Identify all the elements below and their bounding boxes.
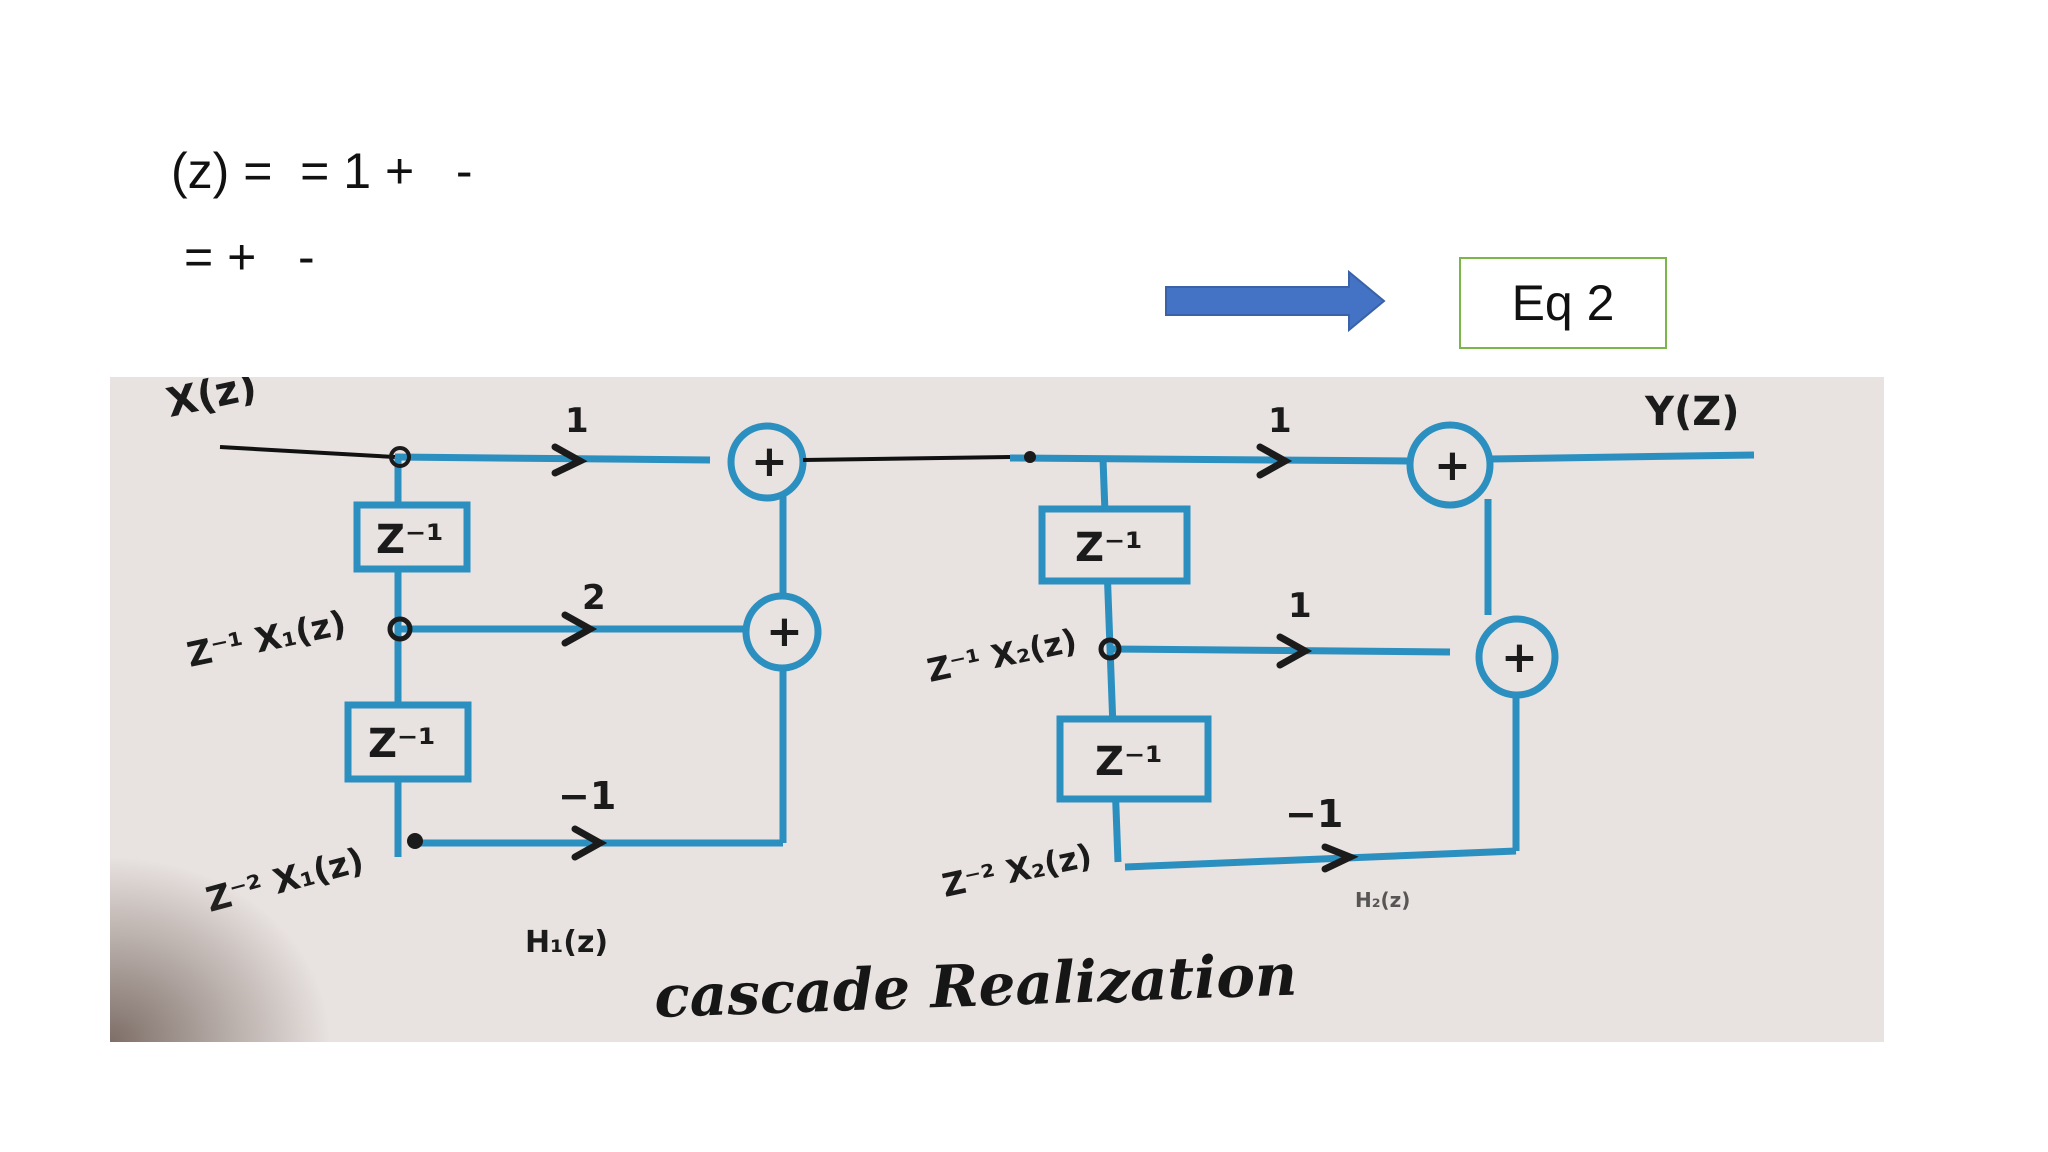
- stage2-bottom-branch: [1124, 847, 1517, 871]
- equation-label: Eq 2: [1511, 275, 1615, 331]
- stage1-delay-label-2: Z⁻¹: [368, 721, 436, 767]
- diagram-caption: cascade Realization: [653, 941, 1298, 1031]
- stage2-adder-bottom-symbol: +: [1501, 632, 1538, 683]
- stage1-coefficient-3: −1: [558, 774, 616, 818]
- right-arrow-icon: [1165, 270, 1386, 332]
- stage1-delay-label-1: Z⁻¹: [376, 517, 444, 563]
- stage2-top-branch: [1009, 454, 1409, 465]
- stage1-adder-bottom: [742, 592, 822, 672]
- stage1-arrow-3: [571, 825, 608, 861]
- inter-stage-line: [802, 455, 1011, 462]
- stage2-adder-top: [1406, 421, 1494, 509]
- cascade-realization-photo: Z⁻¹ Z⁻¹ + + 1 2 −1 X(z) Z⁻¹ X₁(z) Z⁻² X₁…: [110, 377, 1884, 1042]
- stage2-node-mid: [1098, 637, 1122, 661]
- stage2-delay-box-1: [1038, 505, 1191, 585]
- stage1-transfer-label: H₁(z): [525, 925, 608, 960]
- stage2-arrow-2: [1276, 633, 1313, 669]
- stage1-arrow-1: [551, 443, 588, 477]
- stage1-top-branch: [394, 453, 711, 464]
- stage1-delay-box-2: [344, 701, 472, 783]
- stage2-arrow-3: [1321, 843, 1359, 873]
- stage1-tap-label-1: Z⁻¹ X₁(z): [184, 603, 350, 676]
- hand-shadow: [110, 857, 330, 1042]
- stage1-node-mid: [387, 616, 413, 642]
- stage1-adder-top-symbol: +: [751, 436, 788, 487]
- stage2-arrow-1: [1256, 443, 1293, 479]
- input-label: X(z): [163, 377, 261, 427]
- stage1-coefficient-2: 2: [582, 578, 606, 618]
- stage1-coefficient-1: 1: [565, 401, 589, 441]
- stage2-delay-box-2: [1056, 715, 1212, 803]
- stage1-adder-top: [727, 422, 807, 502]
- stage1-arrow-2: [561, 611, 598, 647]
- stage2-tap-label-1: Z⁻¹ X₂(z): [924, 621, 1080, 690]
- stage2-coefficient-1: 1: [1268, 401, 1292, 441]
- stage1-node-bottom: [407, 833, 423, 849]
- stage1-node-top: [389, 446, 411, 468]
- stage2-adder-top-symbol: +: [1434, 440, 1471, 491]
- stage1-delay-box-1: [353, 501, 471, 573]
- output-line: [1489, 451, 1755, 463]
- stage2-transfer-label: H₂(z): [1355, 888, 1410, 912]
- stage2-node-top: [1024, 451, 1036, 463]
- equation-line-1: (z) = = 1 + -: [171, 143, 473, 199]
- stage1-adder-bottom-symbol: +: [766, 606, 803, 657]
- equation-line-2: = + -: [184, 229, 315, 285]
- stage2-middle-branch: [1109, 645, 1451, 656]
- stage2-coefficient-3: −1: [1285, 792, 1343, 836]
- signal-flow-diagram: Z⁻¹ Z⁻¹ + + 1 2 −1 X(z) Z⁻¹ X₁(z) Z⁻² X₁…: [110, 377, 1755, 1042]
- stage2-delay-label-1: Z⁻¹: [1075, 525, 1143, 571]
- output-label: Y(Z): [1644, 389, 1740, 435]
- input-line: [219, 445, 396, 459]
- equation-label-box: Eq 2: [1459, 257, 1667, 349]
- stage2-delay-label-2: Z⁻¹: [1095, 739, 1163, 785]
- stage2-tap-label-2: Z⁻² X₂(z): [939, 836, 1095, 905]
- stage2-coefficient-2: 1: [1288, 586, 1312, 626]
- stage2-adder-bottom: [1475, 615, 1559, 699]
